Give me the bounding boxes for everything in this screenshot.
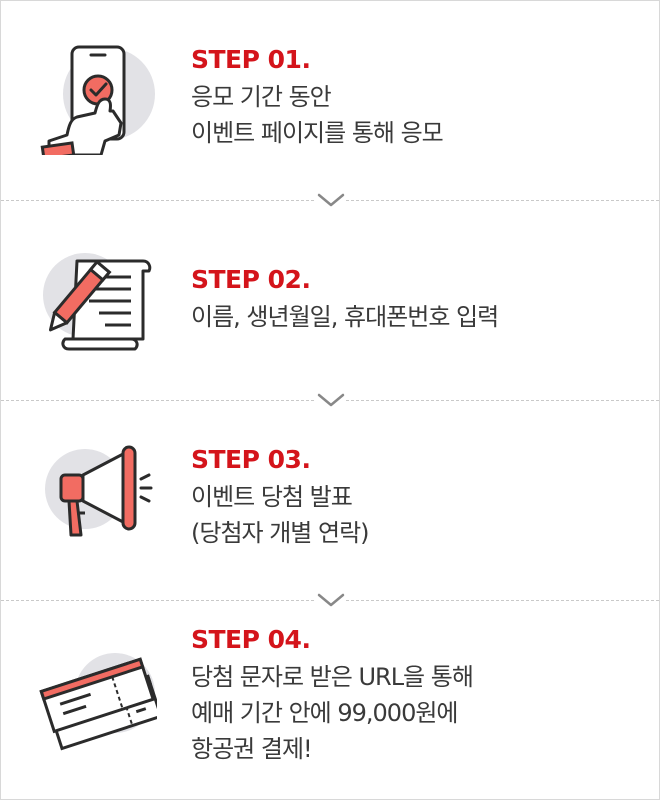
- step-4-line-3: 항공권 결제!: [191, 735, 313, 763]
- chevron-down-icon: [316, 193, 346, 207]
- ticket-icon: [39, 641, 157, 759]
- step-2-line-1: 이름, 생년월일, 휴대폰번호 입력: [191, 303, 499, 331]
- phone-touch-icon: [39, 37, 157, 155]
- step-2-label: STEP 02.: [191, 265, 311, 294]
- step-4-line-2: 예매 기간 안에 99,000원에: [191, 699, 459, 727]
- document-pen-icon: [39, 239, 157, 357]
- step-4-label: STEP 04.: [191, 625, 311, 654]
- step-3-line-1: 이벤트 당첨 발표: [191, 483, 353, 511]
- step-3-line-2: (당첨자 개별 연락): [191, 519, 370, 547]
- step-3-label: STEP 03.: [191, 445, 311, 474]
- chevron-down-icon: [316, 593, 346, 607]
- megaphone-icon: [39, 431, 157, 549]
- step-1-label: STEP 01.: [191, 45, 311, 74]
- chevron-down-icon: [316, 393, 346, 407]
- step-1-line-2: 이벤트 페이지를 통해 응모: [191, 119, 444, 147]
- step-1-line-1: 응모 기간 동안: [191, 83, 332, 111]
- step-4-line-1: 당첨 문자로 받은 URL을 통해: [191, 663, 474, 691]
